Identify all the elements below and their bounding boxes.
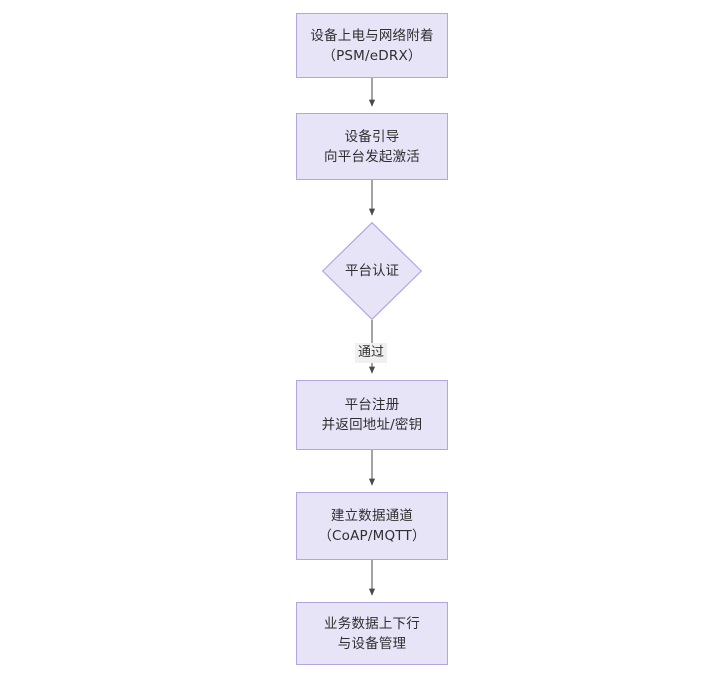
node-service-data[interactable]: 业务数据上下行 与设备管理 <box>296 602 448 665</box>
node-bootstrap[interactable]: 设备引导 向平台发起激活 <box>296 113 448 180</box>
node-platform-auth-label: 平台认证 <box>345 263 399 279</box>
node-bootstrap-label: 设备引导 向平台发起激活 <box>324 128 420 165</box>
node-service-data-label: 业务数据上下行 与设备管理 <box>324 615 420 652</box>
node-platform-register-label: 平台注册 并返回地址/密钥 <box>321 397 423 433</box>
node-platform-register[interactable]: 平台注册 并返回地址/密钥 <box>296 380 448 450</box>
node-data-channel-label: 建立数据通道 （CoAP/MQTT） <box>318 508 426 544</box>
edge-label-pass: 通过 <box>355 343 388 363</box>
node-platform-auth[interactable]: 平台认证 <box>322 222 422 320</box>
node-power-on[interactable]: 设备上电与网络附着 （PSM/eDRX） <box>296 13 448 78</box>
diamond-shape <box>322 222 422 320</box>
node-power-on-label: 设备上电与网络附着 （PSM/eDRX） <box>310 27 434 64</box>
node-data-channel[interactable]: 建立数据通道 （CoAP/MQTT） <box>296 492 448 560</box>
